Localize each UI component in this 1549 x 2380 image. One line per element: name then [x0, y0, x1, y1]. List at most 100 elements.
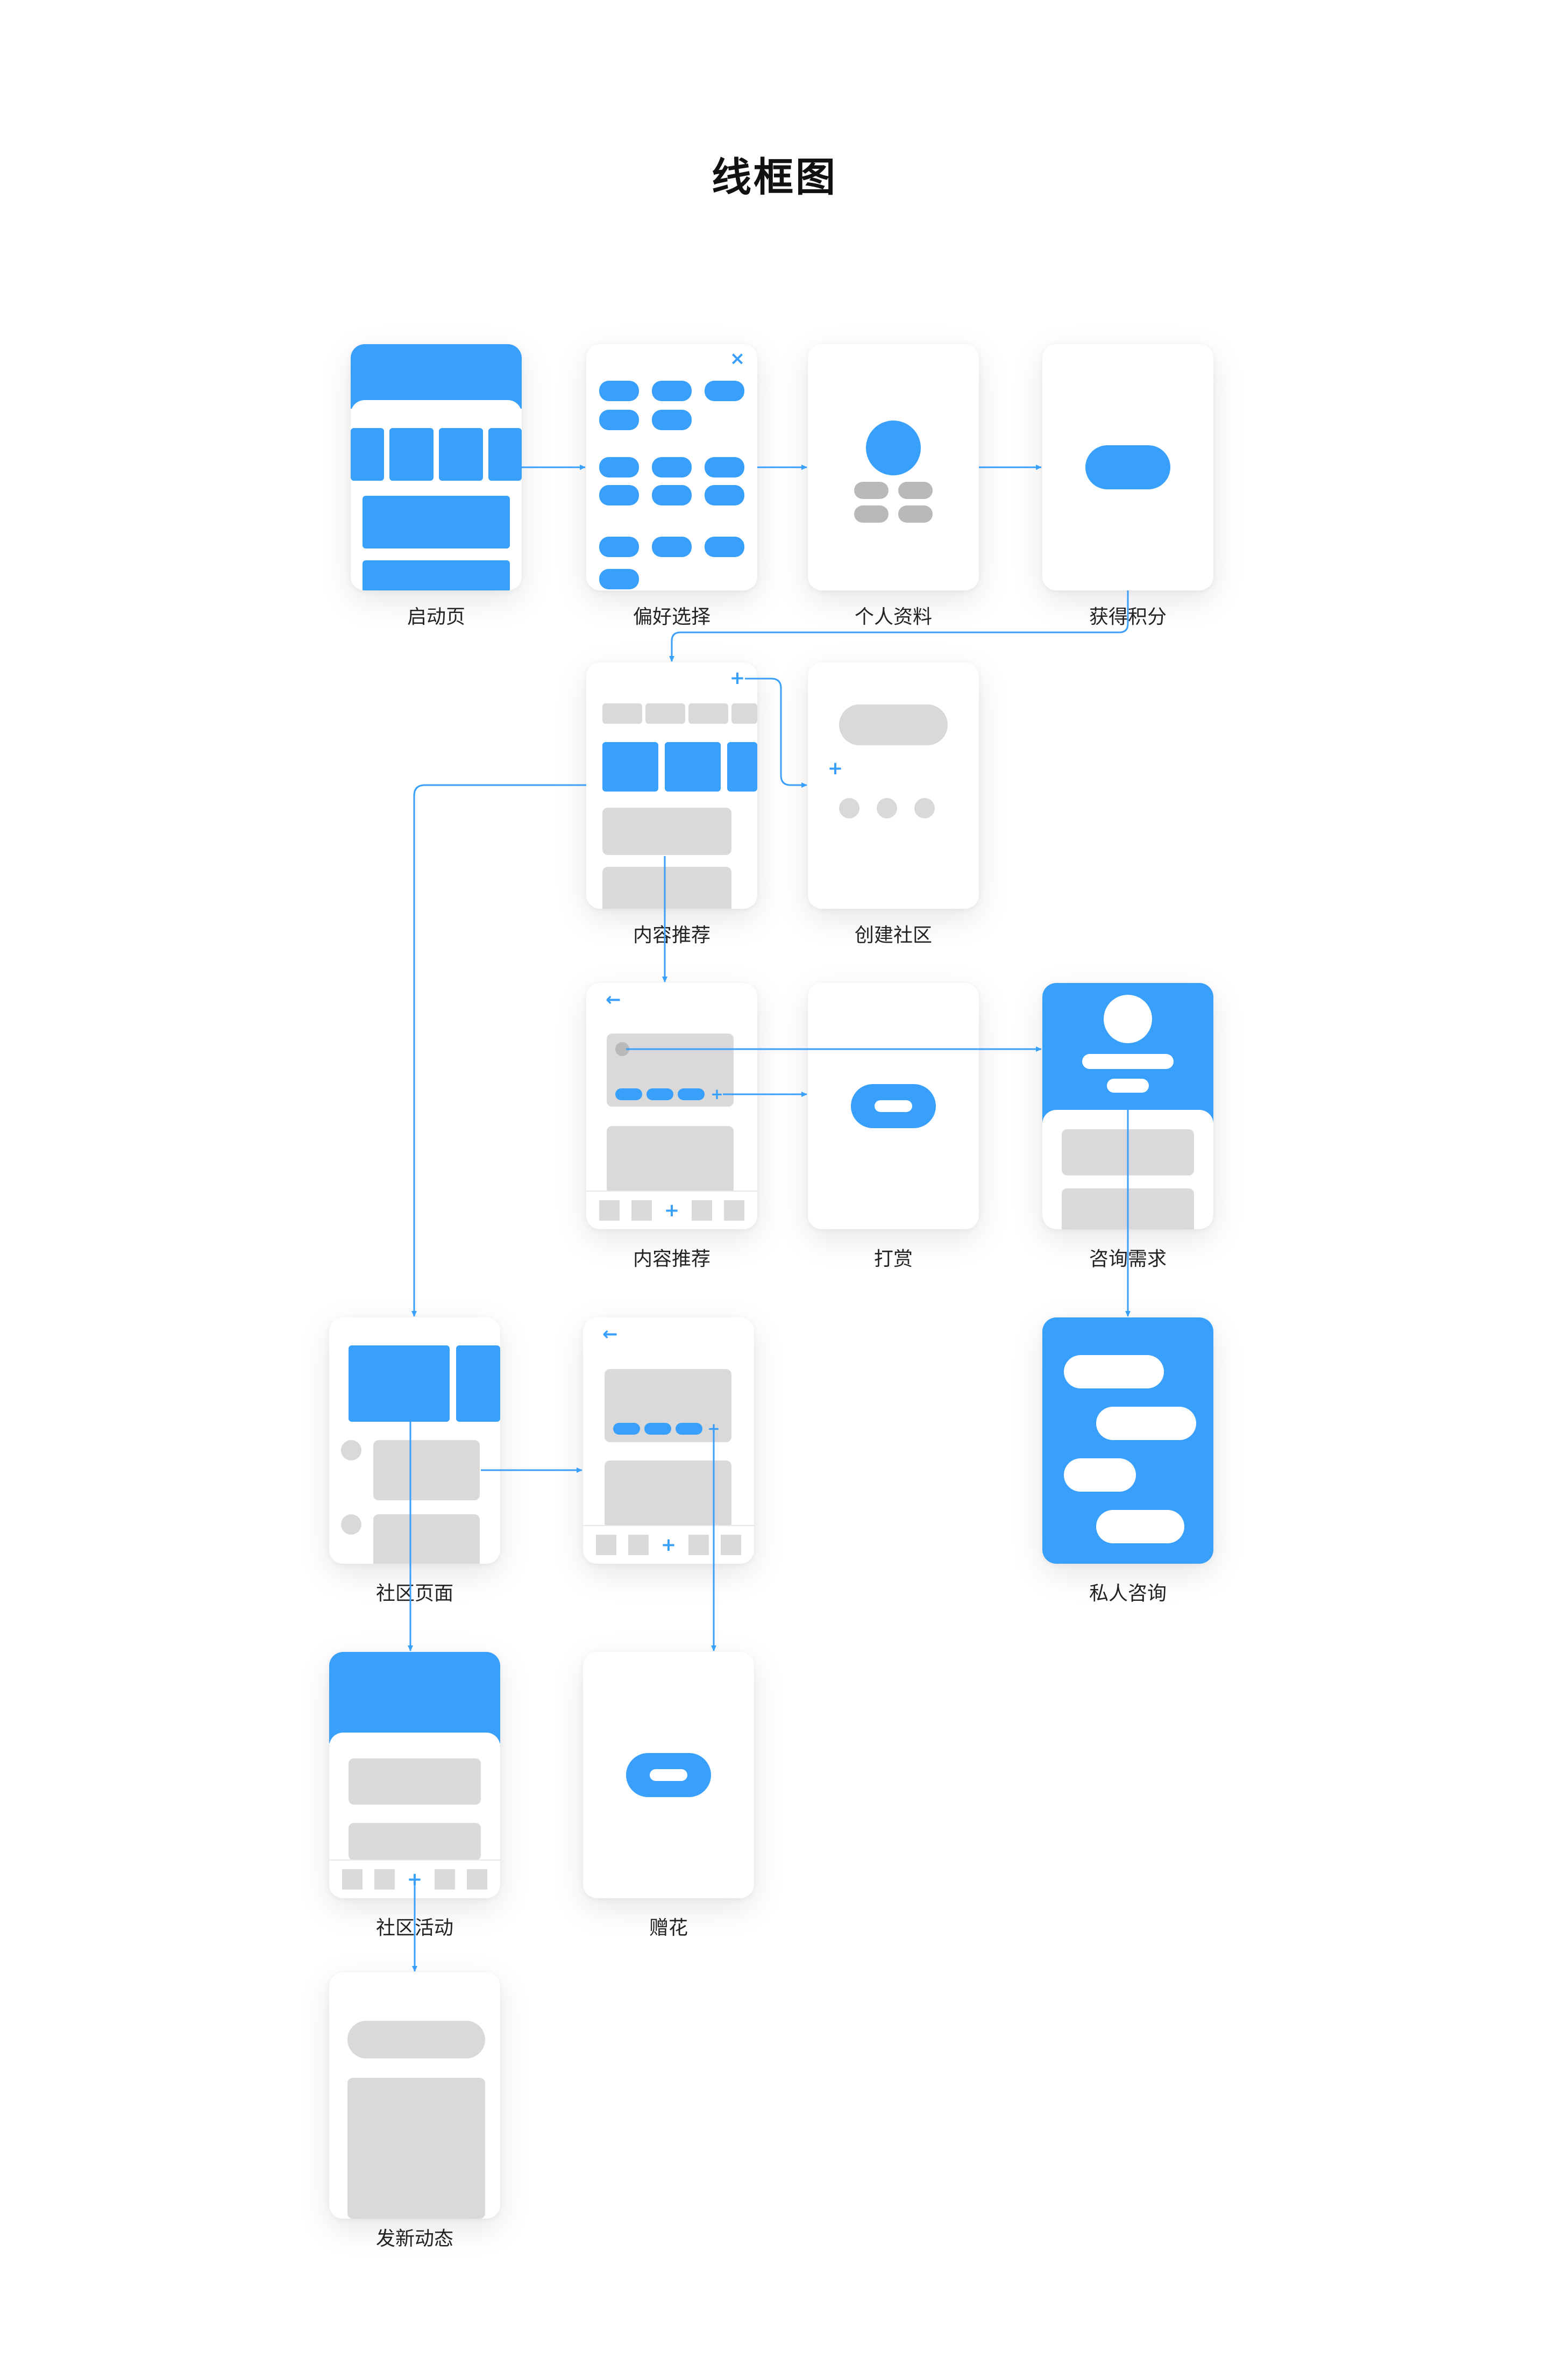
featured-card[interactable] — [665, 742, 721, 792]
tab-icon[interactable] — [467, 1869, 487, 1890]
post-title-input[interactable] — [347, 2021, 485, 2058]
tab-icon[interactable] — [628, 1535, 649, 1555]
plus-icon[interactable]: + — [827, 758, 843, 779]
tag-chip[interactable] — [599, 381, 639, 401]
tab-icon[interactable] — [721, 1535, 741, 1555]
community-banner[interactable] — [349, 1345, 450, 1422]
activity-item[interactable] — [349, 1823, 481, 1861]
tab-item[interactable] — [602, 703, 642, 724]
screen-new-post[interactable] — [329, 1972, 500, 2219]
screen-content-detail[interactable]: ← + + — [586, 983, 757, 1229]
back-arrow-icon[interactable]: ← — [606, 989, 621, 1010]
screen-content-recommend[interactable]: + — [586, 662, 757, 909]
screen-label: 私人咨询 — [1089, 1583, 1167, 1605]
action-chip[interactable] — [613, 1423, 640, 1435]
chat-bubble-left — [1064, 1355, 1164, 1388]
tab-icon[interactable] — [599, 1200, 620, 1221]
consultant-avatar[interactable] — [1104, 995, 1152, 1043]
tag-chip[interactable] — [705, 537, 744, 557]
screen-create-community[interactable]: + — [808, 662, 979, 909]
tab-item[interactable] — [731, 703, 757, 724]
plus-icon[interactable]: + — [710, 1085, 723, 1103]
chat-bubble-right — [1096, 1407, 1196, 1440]
tab-icon[interactable] — [596, 1535, 616, 1555]
info-field[interactable] — [898, 505, 933, 523]
action-chip[interactable] — [646, 1088, 673, 1100]
back-arrow-icon[interactable]: ← — [602, 1323, 618, 1345]
plus-icon[interactable]: + — [729, 667, 745, 689]
tab-icon[interactable] — [688, 1535, 709, 1555]
close-icon[interactable]: × — [729, 348, 745, 369]
tag-chip[interactable] — [599, 457, 639, 478]
screen-community-post-detail[interactable]: ← + + — [583, 1317, 754, 1564]
screen-gift-flower[interactable] — [583, 1652, 754, 1898]
tab-icon[interactable] — [435, 1869, 455, 1890]
tag-chip[interactable] — [599, 410, 639, 430]
action-chip[interactable] — [615, 1088, 642, 1100]
tag-chip[interactable] — [599, 537, 639, 557]
member-dot — [914, 798, 935, 818]
tab-icon[interactable] — [692, 1200, 712, 1221]
screen-label: 启动页 — [407, 606, 465, 628]
screen-label: 内容推荐 — [633, 924, 710, 946]
tag-chip[interactable] — [652, 381, 692, 401]
points-button[interactable] — [1085, 445, 1170, 489]
tag-chip[interactable] — [599, 569, 639, 589]
tab-item[interactable] — [688, 703, 728, 724]
activity-header — [329, 1652, 500, 1743]
screen-launch[interactable] — [351, 344, 522, 590]
info-field[interactable] — [898, 482, 933, 499]
action-chip[interactable] — [676, 1423, 702, 1435]
consultant-tag — [1107, 1079, 1149, 1093]
screen-tip[interactable] — [808, 983, 979, 1229]
screen-community-activity[interactable]: + — [329, 1652, 500, 1898]
screen-private-consult[interactable] — [1042, 1317, 1213, 1564]
action-chip[interactable] — [678, 1088, 705, 1100]
tag-chip[interactable] — [652, 457, 692, 478]
plus-icon[interactable]: + — [660, 1534, 677, 1556]
tab-icon[interactable] — [631, 1200, 652, 1221]
member-dot — [877, 798, 897, 818]
tag-chip[interactable] — [599, 485, 639, 505]
content-item[interactable] — [607, 1126, 734, 1194]
info-field[interactable] — [854, 482, 889, 499]
tab-item[interactable] — [645, 703, 685, 724]
community-name-input[interactable] — [839, 704, 948, 745]
tag-chip[interactable] — [705, 381, 744, 401]
avatar[interactable] — [866, 421, 921, 475]
tag-chip[interactable] — [652, 410, 692, 430]
content-item[interactable] — [602, 808, 731, 855]
post-card[interactable] — [373, 1514, 480, 1564]
action-chip[interactable] — [644, 1423, 671, 1435]
activity-item[interactable] — [349, 1758, 481, 1805]
content-item[interactable] — [602, 867, 731, 909]
flow-arrow — [411, 784, 586, 1317]
screen-label: 社区页面 — [375, 1583, 453, 1605]
featured-card[interactable] — [602, 742, 658, 792]
plus-icon[interactable]: + — [664, 1200, 680, 1221]
featured-card[interactable] — [727, 742, 757, 792]
tag-chip[interactable] — [652, 537, 692, 557]
member-avatar[interactable] — [341, 1514, 361, 1535]
post-body-input[interactable] — [347, 2078, 485, 2219]
chat-bubble-left — [1064, 1458, 1136, 1492]
category-tile — [488, 428, 522, 481]
consultant-name — [1082, 1054, 1174, 1069]
tab-icon[interactable] — [342, 1869, 363, 1890]
community-banner[interactable] — [456, 1345, 500, 1422]
category-tile — [439, 428, 483, 481]
member-avatar[interactable] — [341, 1440, 361, 1460]
screen-label: 赠花 — [649, 1917, 688, 1939]
tab-icon[interactable] — [374, 1869, 395, 1890]
tag-chip[interactable] — [705, 457, 744, 478]
info-field[interactable] — [854, 505, 889, 523]
post-card[interactable] — [373, 1440, 480, 1500]
screen-community-page[interactable] — [329, 1317, 500, 1564]
tag-chip[interactable] — [705, 485, 744, 505]
tag-chip[interactable] — [652, 485, 692, 505]
tab-icon[interactable] — [724, 1200, 744, 1221]
screen-get-points[interactable] — [1042, 344, 1213, 590]
screen-profile[interactable] — [808, 344, 979, 590]
content-item[interactable] — [605, 1460, 731, 1528]
screen-preference[interactable]: × — [586, 344, 757, 590]
